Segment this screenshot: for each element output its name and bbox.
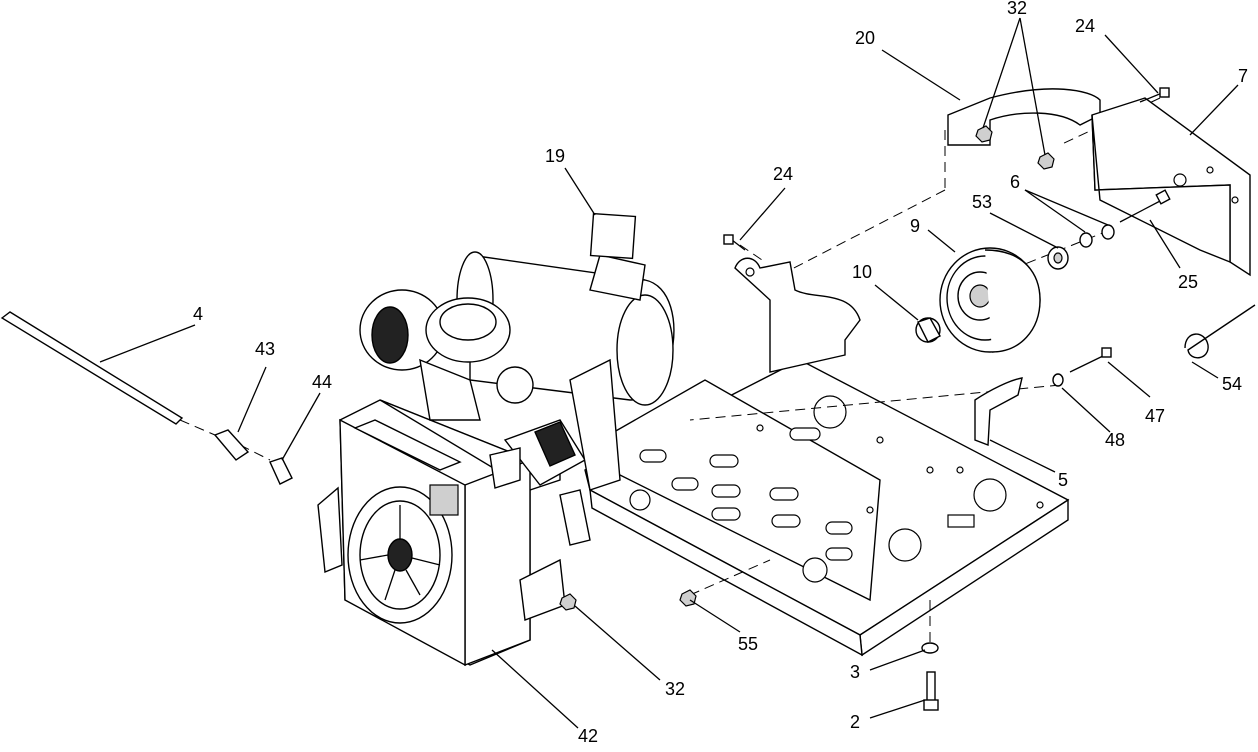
- muffler: [456, 251, 675, 406]
- frame-plate: [584, 359, 1070, 657]
- engine: [317, 289, 621, 667]
- callout-10: 10: [852, 262, 872, 282]
- callout-labels: 4 43 44 19 24 20 32 24 7 6 53 9 10 25 54…: [193, 0, 1248, 746]
- callout-48: 48: [1105, 430, 1125, 450]
- callout-24: 24: [773, 164, 793, 184]
- decal: [589, 212, 637, 260]
- callout-42: 42: [578, 726, 598, 746]
- callout-7: 7: [1238, 66, 1248, 86]
- callout-19: 19: [545, 146, 565, 166]
- washers: [1079, 224, 1115, 248]
- callout-44: 44: [312, 372, 332, 392]
- clutch-pulley: [939, 247, 1041, 353]
- callout-53: 53: [972, 192, 992, 212]
- bolt-25: [1119, 189, 1171, 223]
- callout-32: 32: [665, 679, 685, 699]
- upper-bracket: [947, 88, 1251, 277]
- plate-holes: [756, 395, 1044, 562]
- callout-25: 25: [1178, 272, 1198, 292]
- callout-9: 9: [910, 216, 920, 236]
- callout-3: 3: [850, 662, 860, 682]
- callout-4: 4: [193, 304, 203, 324]
- spacer: [915, 317, 941, 343]
- hardware: [0, 87, 1256, 711]
- frame-slots: [629, 449, 853, 583]
- frame-upright: [734, 257, 861, 373]
- callout-43: 43: [255, 339, 275, 359]
- callout-24: 24: [1075, 16, 1095, 36]
- callout-20: 20: [855, 28, 875, 48]
- callout-54: 54: [1222, 374, 1242, 394]
- callout-5: 5: [1058, 470, 1068, 490]
- callout-55: 55: [738, 634, 758, 654]
- callout-47: 47: [1145, 406, 1165, 426]
- callout-32: 32: [1007, 0, 1027, 18]
- leader-lines: [99, 17, 1239, 729]
- callout-6: 6: [1010, 172, 1020, 192]
- callout-2: 2: [850, 712, 860, 732]
- bearing: [1047, 246, 1069, 270]
